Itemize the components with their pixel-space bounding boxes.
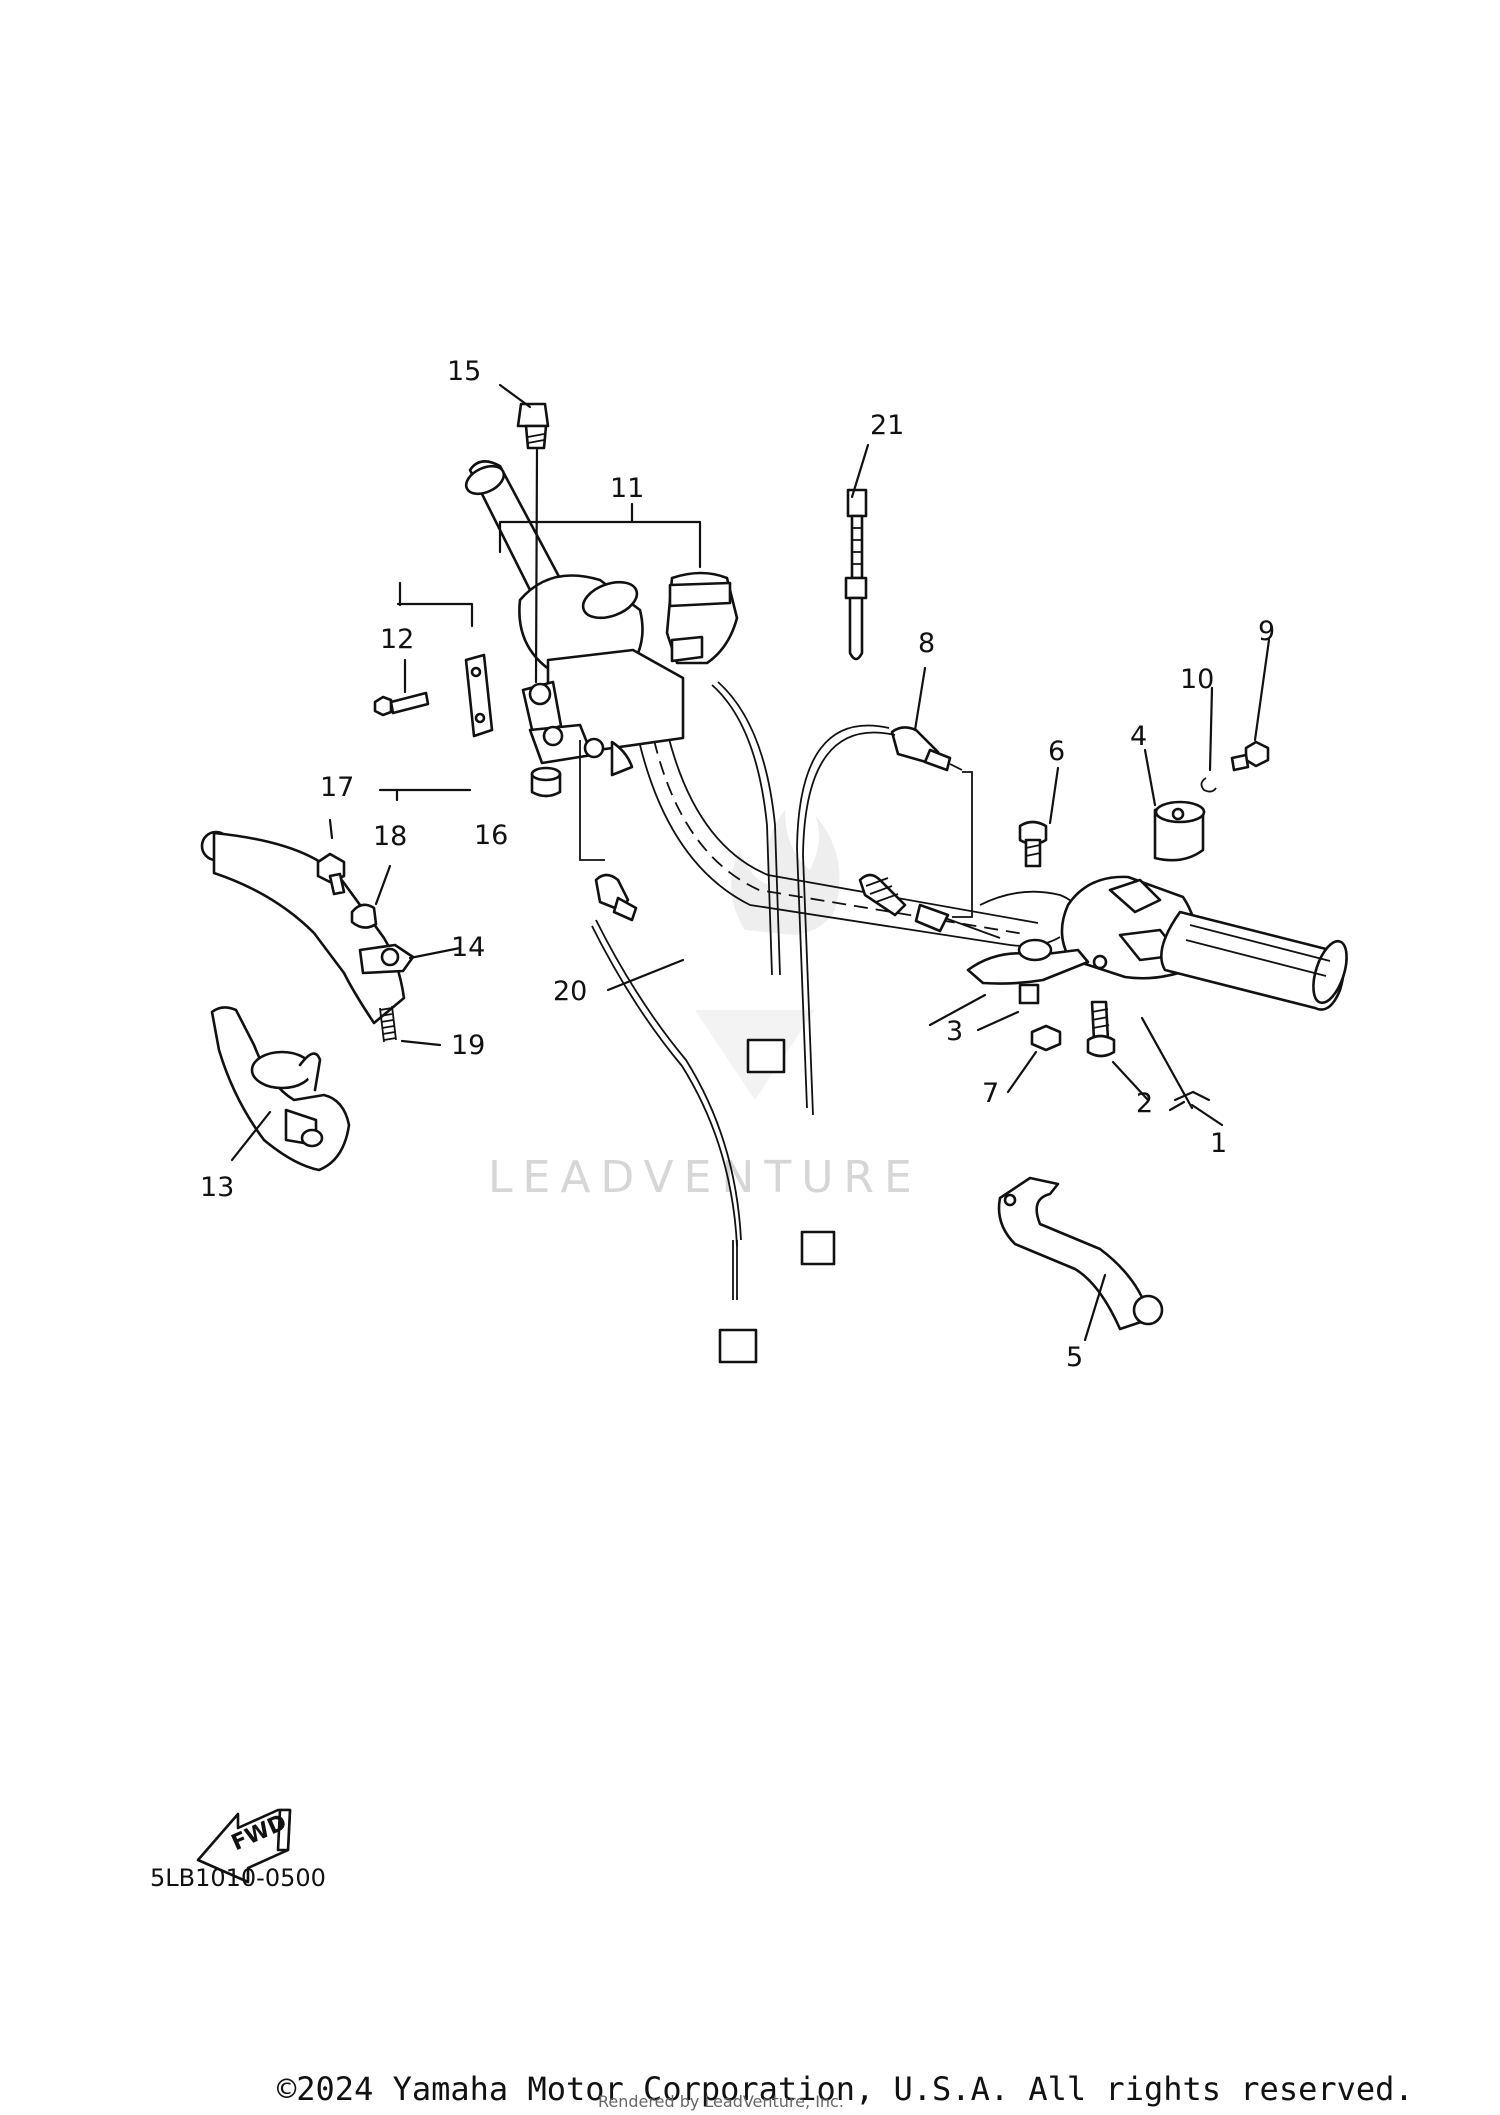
brake-switch-8 — [796, 724, 973, 1266]
callout-11: 11 — [610, 473, 644, 504]
washer-18 — [350, 903, 378, 929]
callout-13: 13 — [200, 1172, 234, 1203]
nut-7 — [1030, 1024, 1062, 1052]
screw-2 — [1086, 1000, 1116, 1058]
bolt-15 — [516, 402, 550, 450]
master-cylinder-clamp-4 — [1153, 800, 1206, 862]
callout-1: 1 — [1210, 1128, 1227, 1159]
brake-switch-wire-20 — [579, 740, 758, 1364]
left-switch-housing — [518, 574, 685, 777]
callout-2: 2 — [1136, 1088, 1153, 1119]
callout-3: 3 — [946, 1016, 963, 1047]
callout-6: 6 — [1048, 736, 1065, 767]
callout-14: 14 — [451, 932, 485, 963]
hot-start-lever-3 — [966, 938, 1090, 1005]
throttle-grip — [1160, 910, 1348, 1011]
clip-10 — [1200, 777, 1217, 793]
callout-7: 7 — [982, 1078, 999, 1109]
callout-17: 17 — [320, 772, 354, 803]
left-lever-14 — [200, 830, 415, 1025]
clamp-bracket-12 — [464, 653, 494, 738]
forward-arrow-icon — [196, 1808, 292, 1884]
diagram-code: 5LB1010-0500 — [150, 1864, 326, 1892]
bolt-6 — [1018, 820, 1048, 868]
throttle-cable — [858, 873, 1001, 939]
callout-5: 5 — [1066, 1342, 1083, 1373]
brake-lever-5 — [997, 1176, 1164, 1331]
left-switch-clamp — [665, 571, 739, 665]
handlebar — [639, 734, 1077, 947]
callouts: 1 2 3 4 5 6 7 8 9 10 11 12 13 14 15 16 1… — [200, 356, 1275, 1373]
rendered-by-text: Rendered by LeadVenture, Inc. — [598, 2092, 844, 2111]
callout-21: 21 — [870, 410, 904, 441]
callout-20: 20 — [553, 976, 587, 1007]
leader-lines — [230, 383, 1271, 1342]
callout-16: 16 — [474, 820, 508, 851]
callout-18: 18 — [373, 821, 407, 852]
watermark-text: LEADVENTURE — [488, 1152, 922, 1203]
callout-4: 4 — [1130, 721, 1147, 752]
callout-15: 15 — [447, 356, 481, 387]
callout-8: 8 — [918, 628, 935, 659]
bolt-9 — [1230, 740, 1270, 772]
callout-12: 12 — [380, 624, 414, 655]
nut-16 — [530, 766, 562, 798]
clutch-holder-13 — [210, 1006, 351, 1172]
callout-10: 10 — [1180, 664, 1214, 695]
spring-19 — [379, 1005, 397, 1043]
copyright-text: ©2024 Yamaha Motor Corporation, U.S.A. A… — [277, 2070, 1414, 2108]
bolt-17 — [316, 852, 346, 896]
cable-tie-21 — [844, 488, 868, 661]
left-switch-wire — [711, 681, 786, 1074]
callout-19: 19 — [451, 1030, 485, 1061]
screw-12 — [373, 691, 430, 717]
callout-9: 9 — [1258, 616, 1275, 647]
